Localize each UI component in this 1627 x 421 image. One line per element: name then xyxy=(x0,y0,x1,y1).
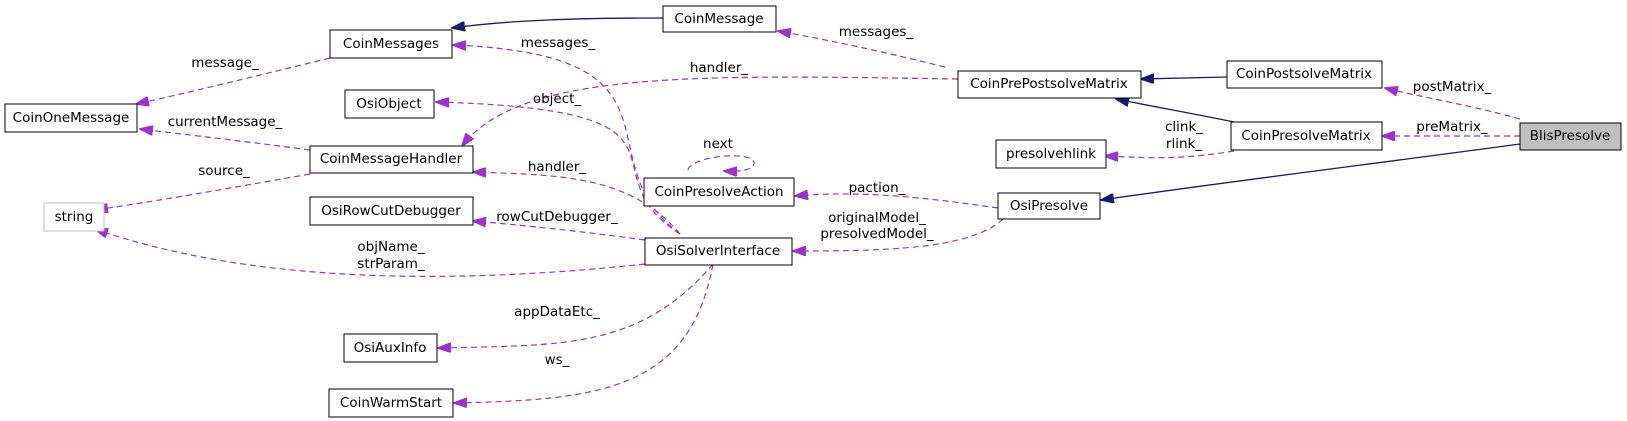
edge-osipresolve-inherits-coinpresolvematrix xyxy=(1101,143,1521,200)
edge-label: presolvedModel_ xyxy=(820,226,934,242)
edge-object xyxy=(436,102,681,235)
edge-postmatrix xyxy=(1385,88,1521,120)
class-node-blispresolve[interactable]: BlisPresolve xyxy=(1519,122,1622,151)
class-node-presolvehlink[interactable]: presolvehlink xyxy=(995,139,1107,169)
class-node-label: CoinPresolveAction xyxy=(654,184,783,200)
class-node-label: OsiPresolve xyxy=(1010,198,1088,214)
edge-label: message_ xyxy=(191,55,259,71)
class-node-coinpostsolvematrix[interactable]: CoinPostsolveMatrix xyxy=(1226,60,1383,89)
edge-label: strParam_ xyxy=(357,256,425,272)
edge-label: next xyxy=(703,136,733,152)
class-node-coinpresolveaction[interactable]: CoinPresolveAction xyxy=(643,177,795,207)
edge-label: paction_ xyxy=(849,180,906,196)
class-node-osipresolve[interactable]: OsiPresolve xyxy=(997,192,1101,220)
class-node-label: presolvehlink xyxy=(1006,146,1096,162)
edge-label: appDataEtc_ xyxy=(514,304,600,320)
class-node-label: CoinWarmStart xyxy=(340,395,442,411)
class-node-osiobject[interactable]: OsiObject xyxy=(344,89,435,119)
nodes: CoinMessages CoinMessage CoinOneMessage … xyxy=(4,5,1622,418)
edge-label: currentMessage_ xyxy=(168,114,283,130)
edge-label: handler_ xyxy=(690,60,749,76)
edge-label: preMatrix_ xyxy=(1416,119,1488,135)
class-node-label: OsiAuxInfo xyxy=(354,340,427,356)
class-node-coinprepostsolvematrix[interactable]: CoinPrePostsolveMatrix xyxy=(957,70,1142,99)
class-node-osirowcutdebugger[interactable]: OsiRowCutDebugger xyxy=(309,196,474,226)
class-node-coinwarmstart[interactable]: CoinWarmStart xyxy=(328,388,454,418)
class-node-label: BlisPresolve xyxy=(1530,128,1611,144)
edge-next xyxy=(687,155,755,171)
edge-label: originalModel_ xyxy=(828,210,926,226)
class-node-label: CoinMessage xyxy=(674,11,763,27)
edge-label: messages_ xyxy=(521,35,596,51)
edge-labels: messages_ message_ messages_ handler_ po… xyxy=(168,24,1492,368)
edge-paction xyxy=(795,194,999,209)
edge-handler-prepost xyxy=(462,76,959,146)
edge-label: handler_ xyxy=(528,159,587,175)
edge-label: ws_ xyxy=(545,352,570,368)
class-node-label: OsiObject xyxy=(356,96,421,112)
edge-currentmessage xyxy=(140,129,311,151)
edge-appdataetc xyxy=(438,263,714,348)
class-node-coinpresolvematrix[interactable]: CoinPresolveMatrix xyxy=(1230,121,1383,151)
class-node-label: OsiSolverInterface xyxy=(656,243,780,259)
edge-rowcutdebugger xyxy=(473,221,646,241)
class-node-label: CoinMessages xyxy=(343,36,439,52)
class-node-osisolverinterface[interactable]: OsiSolverInterface xyxy=(644,237,793,266)
class-node-label: OsiRowCutDebugger xyxy=(321,203,461,219)
edge-label: rowCutDebugger_ xyxy=(496,209,618,225)
edge-label: messages_ xyxy=(839,24,914,40)
edge-label: rlink_ xyxy=(1166,136,1202,152)
edge-originalmodel-presolvedmodel xyxy=(793,218,1004,251)
class-node-label: CoinPresolveMatrix xyxy=(1241,128,1370,144)
class-node-coinmessagehandler[interactable]: CoinMessageHandler xyxy=(309,145,474,174)
edge-objname-strparam xyxy=(95,229,646,277)
edge-source xyxy=(95,173,311,210)
edge-message-to-coinonemessage xyxy=(136,57,331,104)
edge-label: clink_ xyxy=(1165,119,1203,135)
class-node-label: string xyxy=(55,209,94,225)
edge-coinpostsolvematrix-inherits-prepost xyxy=(1141,77,1228,79)
edge-coinmessage-inherits-coinmessages xyxy=(452,17,664,28)
class-node-coinmessage[interactable]: CoinMessage xyxy=(662,5,777,33)
edge-label: source_ xyxy=(198,163,250,179)
class-node-coinmessages[interactable]: CoinMessages xyxy=(329,29,453,59)
class-node-label: CoinMessageHandler xyxy=(320,151,463,167)
class-node-coinonemessage[interactable]: CoinOneMessage xyxy=(4,103,138,133)
edge-ws xyxy=(454,263,714,403)
edge-handler-osi xyxy=(473,172,681,235)
edge-clink-rlink xyxy=(1105,150,1235,158)
edge-label: objName_ xyxy=(357,239,424,255)
class-node-osiauxinfo[interactable]: OsiAuxInfo xyxy=(343,333,438,363)
edge-coinpresolvematrix-inherits-prepost xyxy=(1116,99,1235,123)
edge-messages-to-coinmessage xyxy=(778,31,946,68)
class-node-label: CoinPrePostsolveMatrix xyxy=(970,76,1128,92)
edge-label: postMatrix_ xyxy=(1413,79,1492,95)
class-node-label: CoinPostsolveMatrix xyxy=(1236,66,1372,82)
class-node-label: CoinOneMessage xyxy=(13,110,130,126)
class-node-string[interactable]: string xyxy=(43,202,105,232)
edge-label: object_ xyxy=(533,91,582,107)
edges xyxy=(95,17,1521,403)
